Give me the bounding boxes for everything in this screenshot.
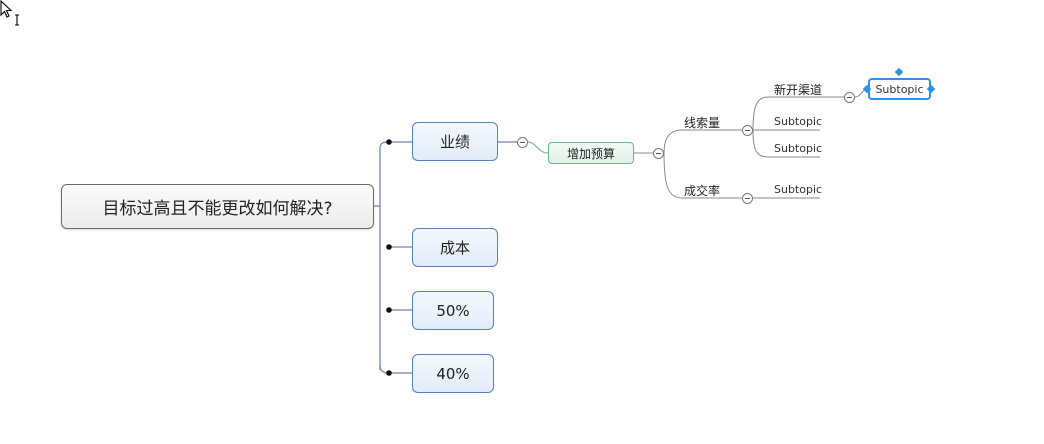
collapse-toggle-budget[interactable] bbox=[653, 148, 664, 159]
selected-subtopic-label: Subtopic bbox=[875, 82, 924, 96]
main-topic-50-percent[interactable]: 50% bbox=[412, 291, 494, 330]
main-topic-label: 业绩 bbox=[439, 133, 470, 151]
main-topic-40-percent[interactable]: 40% bbox=[412, 354, 494, 393]
collapse-toggle-conversion[interactable] bbox=[742, 193, 753, 204]
collapse-toggle-performance[interactable] bbox=[517, 137, 528, 148]
main-topic-cost[interactable]: 成本 bbox=[412, 228, 498, 267]
main-topic-label: 50% bbox=[436, 301, 470, 320]
mouse-cursor-icon bbox=[0, 0, 19, 26]
subtopic-increase-budget[interactable]: 增加预算 bbox=[548, 142, 634, 164]
main-topic-performance[interactable]: 业绩 bbox=[412, 122, 498, 161]
main-topic-label: 40% bbox=[436, 364, 470, 383]
selected-subtopic[interactable]: Subtopic bbox=[868, 78, 931, 100]
subtopic-placeholder[interactable]: Subtopic bbox=[774, 142, 823, 155]
subtopic-placeholder[interactable]: Subtopic bbox=[774, 115, 823, 128]
collapse-toggle-leads[interactable] bbox=[742, 125, 753, 136]
root-topic-label: 目标过高且不能更改如何解决? bbox=[102, 199, 333, 219]
subtopic-leads[interactable]: 线索量 bbox=[684, 116, 721, 130]
main-topic-label: 成本 bbox=[439, 239, 470, 257]
root-topic[interactable]: 目标过高且不能更改如何解决? bbox=[61, 184, 374, 229]
subtopic-conversion-rate[interactable]: 成交率 bbox=[684, 184, 721, 198]
collapse-toggle-new-channel[interactable] bbox=[844, 92, 855, 103]
subtopic-label: 增加预算 bbox=[566, 146, 615, 161]
subtopic-placeholder[interactable]: Subtopic bbox=[774, 183, 823, 196]
subtopic-new-channel[interactable]: 新开渠道 bbox=[774, 83, 823, 97]
